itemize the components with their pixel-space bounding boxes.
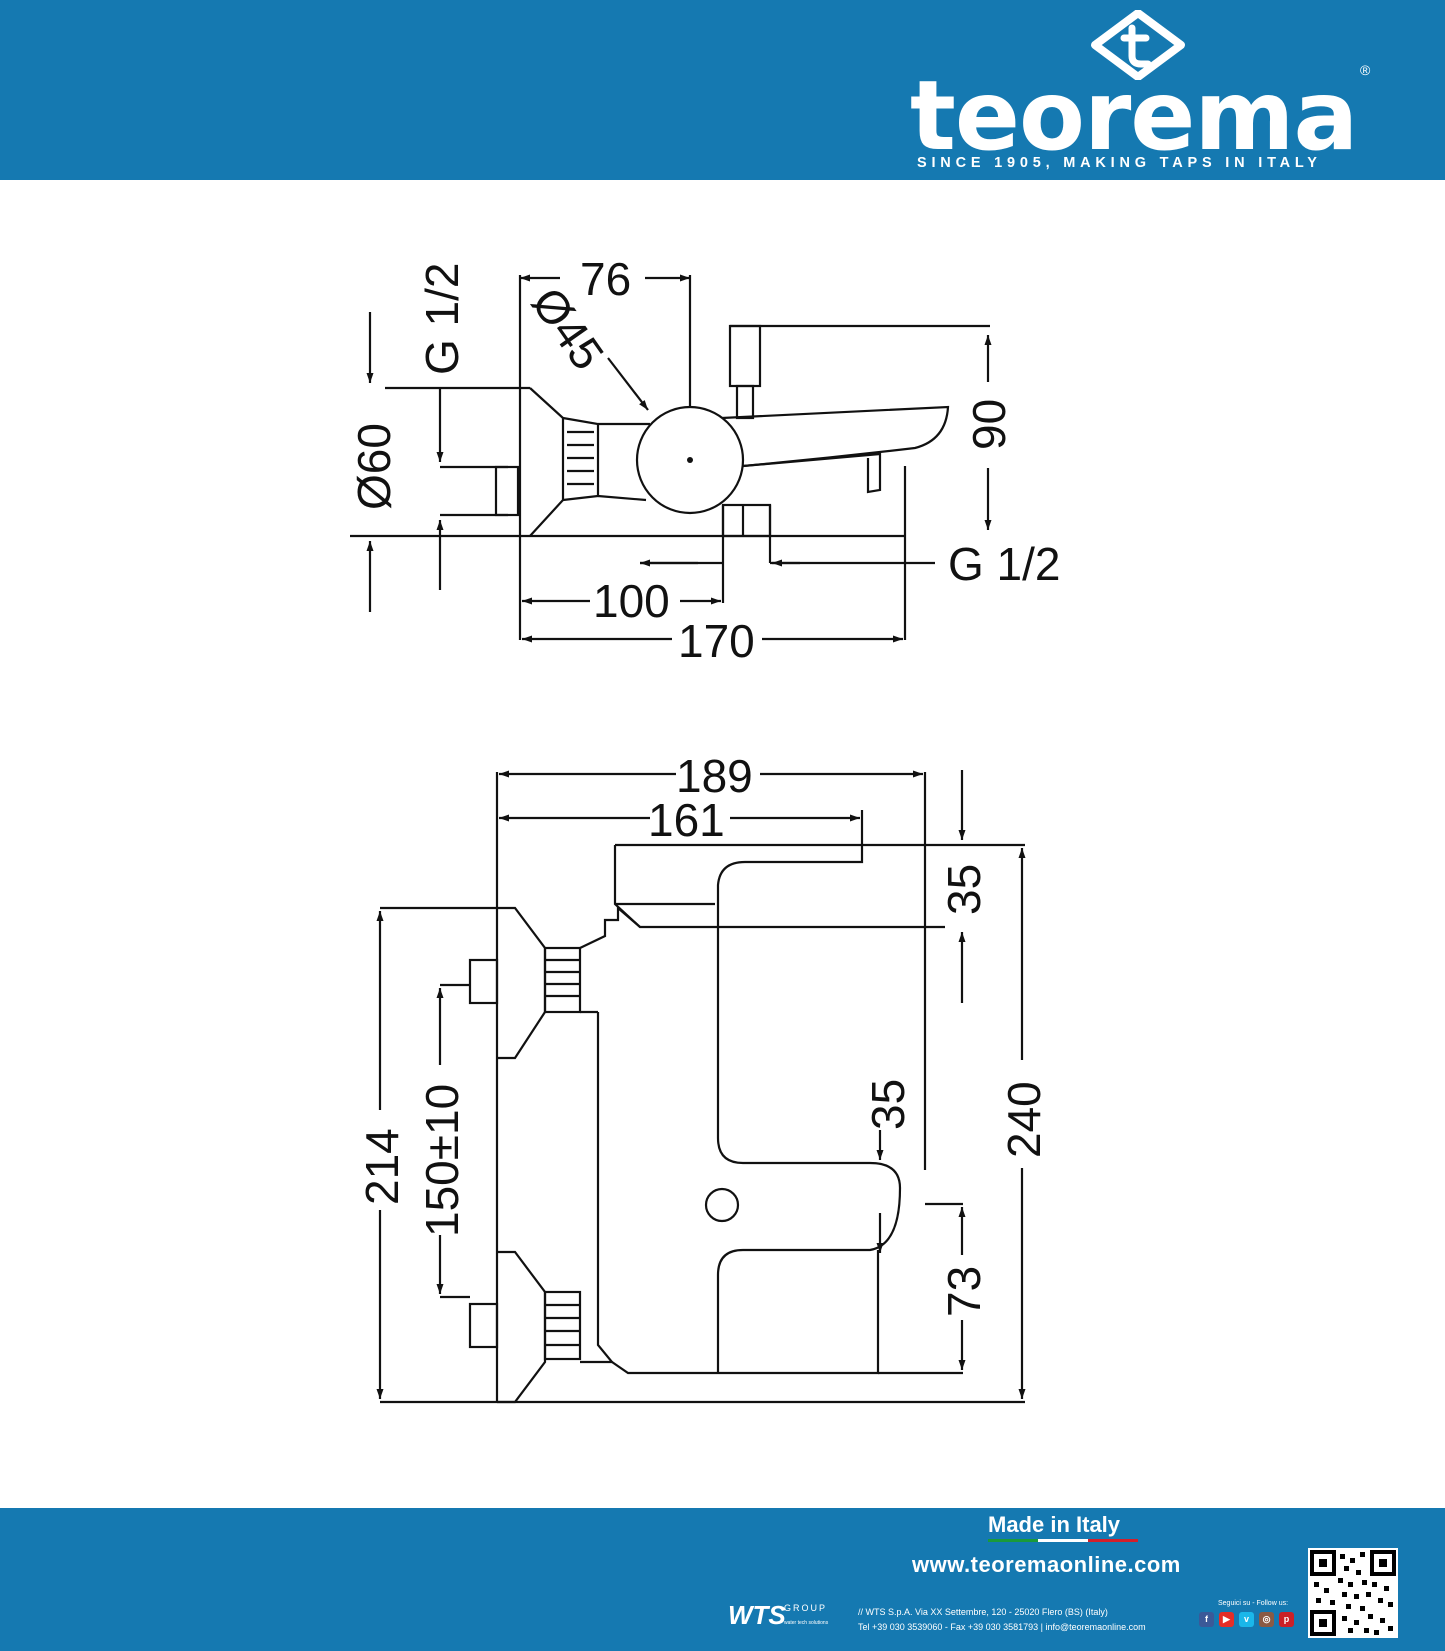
footer-band <box>0 1508 1445 1651</box>
address-line-1: // WTS S.p.A. Via XX Settembre, 120 - 25… <box>858 1607 1108 1617</box>
dial-center-mark <box>687 457 693 463</box>
dim-g12-outlet: G 1/2 <box>948 538 1061 590</box>
dim-240: 240 <box>998 1081 1050 1158</box>
wts-group-label: GROUP <box>784 1603 828 1613</box>
made-in-italy: Made in Italy <box>988 1512 1121 1537</box>
qr-code-icon[interactable] <box>1308 1548 1398 1638</box>
wts-slogan: water tech solutions <box>784 1620 829 1626</box>
dim-150-tolerance: 150±10 <box>416 1084 468 1237</box>
pinterest-icon[interactable]: p <box>1279 1612 1294 1627</box>
italy-flag-underline <box>988 1539 1138 1542</box>
facebook-icon[interactable]: f <box>1199 1612 1214 1627</box>
company-address: // WTS S.p.A. Via XX Settembre, 120 - 25… <box>858 1605 1146 1635</box>
dim-100: 100 <box>593 575 670 627</box>
address-line-2: Tel +39 030 3539060 - Fax +39 030 358179… <box>858 1622 1146 1632</box>
brand-tagline: SINCE 1905, MAKING TAPS IN ITALY <box>917 155 1322 171</box>
dim-35-diverter: 35 <box>862 1079 914 1130</box>
dim-73: 73 <box>938 1266 990 1317</box>
wts-logo: WTS <box>728 1600 786 1630</box>
dim-214: 214 <box>356 1128 408 1205</box>
website-link[interactable]: www.teoremaonline.com <box>912 1552 1181 1577</box>
dim-g12-inlet: G 1/2 <box>416 262 468 375</box>
teorema-logo-icon <box>1091 10 1185 80</box>
dim-76: 76 <box>580 253 631 305</box>
vimeo-icon[interactable]: v <box>1239 1612 1254 1627</box>
top-view <box>350 275 990 640</box>
front-view <box>380 772 1025 1404</box>
brand-name: teorema <box>910 60 1358 172</box>
dim-90: 90 <box>963 399 1015 450</box>
dim-161: 161 <box>648 794 725 846</box>
dim-35-lever: 35 <box>938 864 990 915</box>
dim-189: 189 <box>676 750 753 802</box>
registered-mark: ® <box>1360 62 1371 78</box>
instagram-icon[interactable]: ◎ <box>1259 1612 1274 1627</box>
follow-us-label: Seguici su - Follow us: <box>1218 1600 1289 1607</box>
youtube-icon[interactable]: ▶ <box>1219 1612 1234 1627</box>
dim-170: 170 <box>678 615 755 667</box>
header-band: teorema ® SINCE 1905, MAKING TAPS IN ITA… <box>0 0 1445 180</box>
dim-diameter-60: Ø60 <box>348 423 400 510</box>
